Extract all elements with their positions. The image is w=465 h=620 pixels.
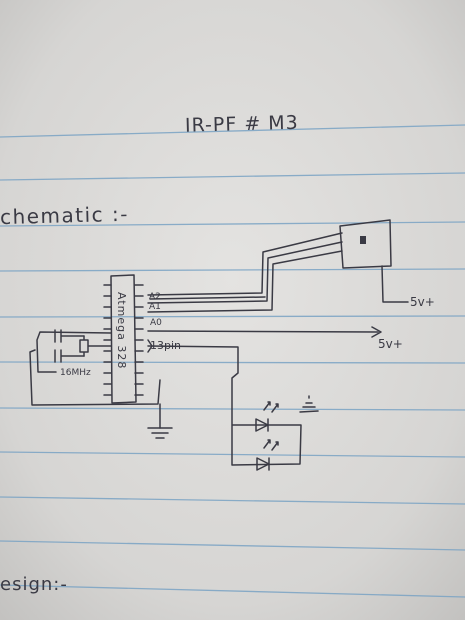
emission-arrows bbox=[263, 401, 279, 413]
crystal-loop bbox=[36, 331, 112, 373]
pin-label-a1: A1 bbox=[149, 302, 161, 312]
wire-a1 bbox=[147, 241, 343, 304]
wire-13pin bbox=[147, 345, 302, 466]
diode-icon bbox=[256, 457, 270, 471]
ir-sensor-module bbox=[339, 219, 392, 269]
page-title: IR-PF # M3 bbox=[185, 112, 299, 137]
diode-icon bbox=[255, 418, 269, 432]
wire-junction bbox=[147, 339, 153, 353]
ground-icon bbox=[299, 395, 319, 413]
power-label-output: 5v+ bbox=[378, 337, 403, 351]
atmega-chip bbox=[110, 274, 137, 404]
ruled-lines bbox=[0, 124, 465, 598]
emission-arrows bbox=[263, 439, 279, 451]
chip-label: Atmega 328 bbox=[115, 292, 128, 369]
crystal-icon bbox=[79, 335, 112, 357]
wire-a0 bbox=[147, 250, 343, 313]
chip-pins bbox=[103, 284, 144, 396]
pin-label-13: 13pin bbox=[150, 339, 181, 352]
design-heading: esign:- bbox=[0, 574, 68, 595]
sensor-power-wire bbox=[381, 265, 409, 303]
power-output-wire bbox=[147, 330, 379, 333]
pin-label-a2: A2 bbox=[149, 292, 161, 302]
crystal-label: 16MHz bbox=[60, 368, 91, 378]
capacitor-2 bbox=[54, 349, 85, 363]
wire-a2 bbox=[147, 232, 343, 296]
wire-bundle-extra bbox=[149, 296, 266, 300]
ground-loop bbox=[29, 349, 161, 406]
schematic-drawing bbox=[29, 219, 409, 471]
power-label-sensor: 5v+ bbox=[410, 295, 435, 309]
arrow-icon bbox=[371, 326, 382, 338]
schematic-heading: chematic :- bbox=[0, 202, 129, 229]
ground-icon bbox=[147, 427, 173, 439]
labels: Atmega 328 A2 A1 A0 13pin 16MHz 5v+ 5v+ bbox=[60, 292, 435, 378]
sensor-element bbox=[360, 236, 366, 244]
pin-label-a0: A0 bbox=[150, 318, 162, 328]
capacitor-1 bbox=[54, 329, 85, 343]
